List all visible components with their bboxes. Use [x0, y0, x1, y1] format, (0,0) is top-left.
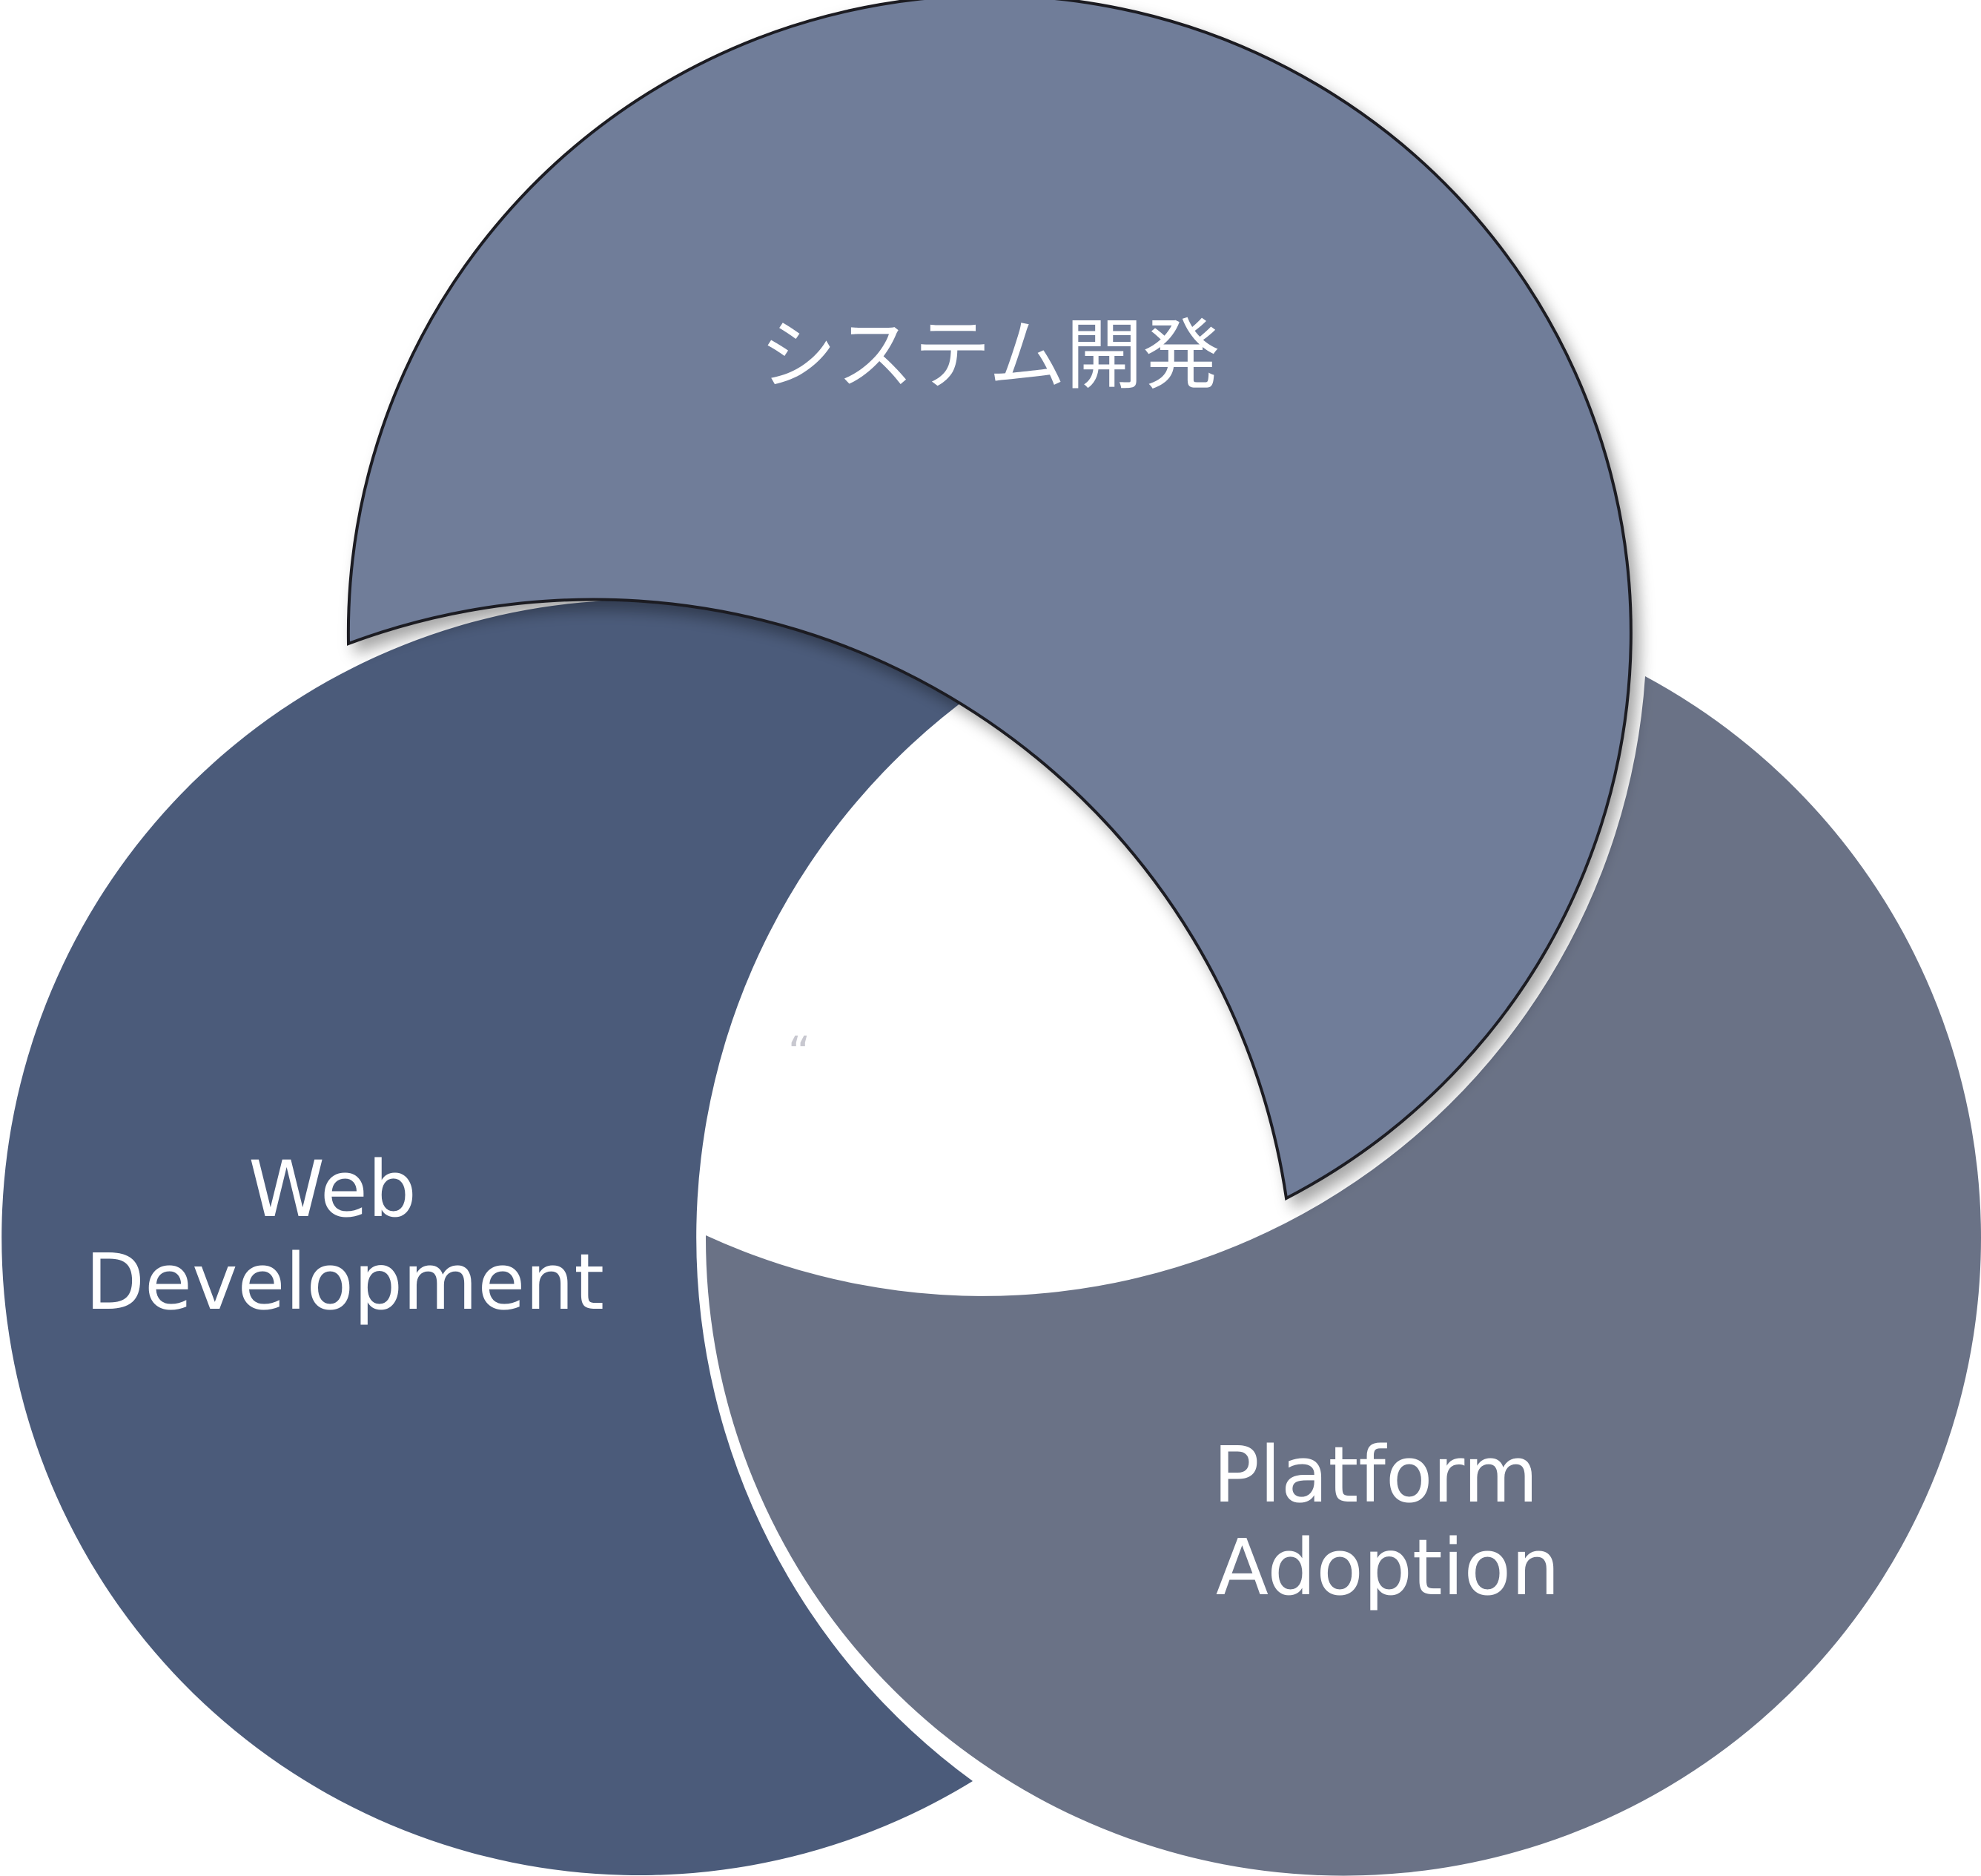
web-development-label-line-2: Development — [85, 1237, 604, 1327]
web-development-label-line-1: Web — [248, 1144, 417, 1235]
system-development-label: システム開発 — [760, 310, 1220, 400]
platform-adoption-circle — [705, 676, 1981, 1876]
platform-adoption-label-line-1: Platform — [1213, 1430, 1538, 1520]
platform-adoption-label-line-2: Adoption — [1216, 1522, 1560, 1613]
system-development-circle — [346, 0, 1633, 1201]
center-mark: “ — [787, 1027, 810, 1079]
web-development-label: Web Development — [85, 1144, 604, 1327]
web-development-circle — [1, 599, 973, 1875]
platform-adoption-label: Platform Adoption — [1213, 1430, 1563, 1613]
